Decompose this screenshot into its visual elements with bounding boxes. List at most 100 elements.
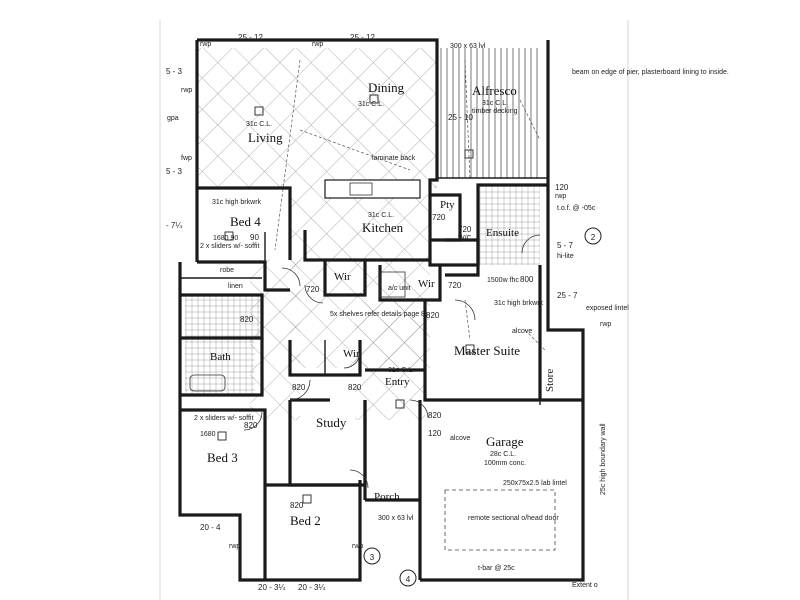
- ensuite-tiles: [478, 185, 540, 265]
- dim-820-a: 820: [426, 311, 440, 320]
- bed3-walls: [180, 408, 267, 515]
- dim-820-e: 820: [244, 421, 258, 430]
- tag-rwp: rwp: [352, 543, 363, 550]
- dim-master-side: 25 - 7: [557, 291, 578, 300]
- note-alfresco-ceiling: 31c C.L.: [482, 100, 508, 107]
- tag-rwp: rwp: [229, 543, 240, 550]
- door-swing: [409, 399, 429, 419]
- note-hi-lite: hi-lite: [557, 253, 574, 260]
- wall-bed4-north: [197, 186, 292, 260]
- door-swing: [521, 234, 541, 254]
- note-bed4-sliders: 2 x sliders w/- soffit: [200, 243, 259, 250]
- alfresco-decking: [437, 48, 540, 178]
- bath-tub: [189, 374, 226, 392]
- note-garage-lintel: 250x75x2.5 lab lintel: [503, 480, 567, 487]
- note-entry-ceiling: 31c C.L.: [388, 367, 414, 374]
- note-alcove2: alcove: [450, 435, 470, 442]
- ac-unit-box: [379, 271, 406, 298]
- dim-120-a: 120: [555, 183, 569, 192]
- dim-left-low: - 7¼: [166, 221, 182, 230]
- wir-left-walls: [323, 260, 367, 297]
- beam-line: [464, 59, 471, 181]
- garage-door-outline: [444, 489, 556, 551]
- room-label-porch: Porch: [374, 491, 400, 503]
- door-swing: [281, 267, 301, 287]
- note-beam: beam on edge of pier, plasterboard linin…: [572, 69, 729, 76]
- room-label-bath: Bath: [210, 351, 231, 363]
- tag-rwp: rwp: [181, 87, 192, 94]
- dim-bed2-bottom-left: 20 - 3¼: [258, 583, 285, 592]
- tag-fwp: fwp: [181, 155, 192, 162]
- light-fixture-icon: [465, 344, 475, 354]
- note-robe: robe: [220, 267, 234, 274]
- grid-marker-3: [363, 547, 381, 565]
- dim-left-mid: 5 - 3: [166, 167, 183, 176]
- light-fixture-icon: [464, 149, 474, 159]
- note-tbar: t-bar @ 25c: [478, 565, 515, 572]
- dim-90: 90: [250, 233, 259, 242]
- grid-marker-4-label: 4: [406, 575, 411, 584]
- beam-line: [274, 59, 301, 251]
- dim-820-d: 820: [428, 411, 442, 420]
- light-fixture-icon: [302, 494, 312, 504]
- light-fixture-icon: [224, 231, 234, 241]
- tag-rwp: rwp: [200, 41, 211, 48]
- door-swing: [454, 299, 476, 321]
- kitchen-walls: [303, 230, 430, 262]
- sink-icon: [349, 182, 373, 196]
- room-label-ensuite: Ensuite: [486, 227, 519, 239]
- tag-gpa: gpa: [167, 115, 179, 122]
- dim-820-f: 820: [240, 315, 254, 324]
- note-exposed-lintel: exposed lintel: [586, 305, 629, 312]
- note-linen: linen: [228, 283, 243, 290]
- note-wc: W/C: [458, 235, 472, 242]
- note-boundary-wall: 25c high boundary wall: [600, 423, 607, 495]
- note-beam-porch: 300 x 63 lvl: [378, 515, 414, 522]
- note-garage-door: remote sectional o/head door: [468, 515, 559, 522]
- kitchen-island: [324, 179, 421, 199]
- dim-720-c: 720: [306, 285, 320, 294]
- room-label-store: Store: [544, 369, 556, 392]
- door-swing: [343, 351, 361, 369]
- light-fixture-icon: [369, 94, 379, 104]
- study-walls: [288, 400, 367, 487]
- grid-marker-2: [584, 227, 602, 245]
- bath-tiles: [185, 340, 255, 395]
- room-label-wir-mid: Wir: [343, 348, 360, 360]
- dim-left-top: 5 - 3: [166, 67, 183, 76]
- tag-rwp: rwp: [312, 41, 323, 48]
- note-bed3-dims: 1680: [200, 431, 216, 438]
- master-suite-walls: [423, 300, 540, 402]
- door-swing: [304, 284, 324, 304]
- living-dining-floor: [197, 48, 437, 188]
- room-label-living: Living: [248, 130, 283, 145]
- dim-820-g: 820: [290, 501, 304, 510]
- room-label-study: Study: [316, 415, 347, 430]
- light-fixture-icon: [254, 106, 264, 116]
- note-bed4-dims: 1680 90: [213, 235, 238, 242]
- dim-720-a: 720: [432, 213, 446, 222]
- room-label-alfresco: Alfresco: [472, 83, 517, 98]
- outer-wall-east: [420, 40, 585, 582]
- dim-ensuite-side: 5 - 7: [557, 241, 574, 250]
- beam-line: [464, 299, 471, 341]
- door-swing: [289, 379, 311, 401]
- note-ac-unit: a/c unit: [388, 285, 411, 292]
- room-label-entry: Entry: [385, 376, 410, 388]
- dim-top-right: 25 - 12: [350, 33, 375, 42]
- dim-720-b: 720: [448, 281, 462, 290]
- note-living-ceiling: 31c C.L.: [246, 121, 272, 128]
- wc-walls: [445, 238, 480, 277]
- outer-wall-west-south: [178, 262, 362, 582]
- dim-820-b: 820: [292, 383, 306, 392]
- laundry-tiles: [185, 295, 260, 340]
- door-swing: [243, 411, 263, 431]
- dim-800: 800: [520, 275, 534, 284]
- note-bed4-brkwk: 31c high brkwrk: [212, 199, 262, 206]
- note-dining-ceiling: 31c C.L.: [358, 101, 384, 108]
- dim-120-b: 120: [428, 429, 442, 438]
- beam-line: [299, 129, 411, 171]
- dim-alfresco-side: 25 - 10: [448, 113, 473, 122]
- dim-top-left: 25 - 12: [238, 33, 263, 42]
- outer-wall-north: [197, 38, 548, 267]
